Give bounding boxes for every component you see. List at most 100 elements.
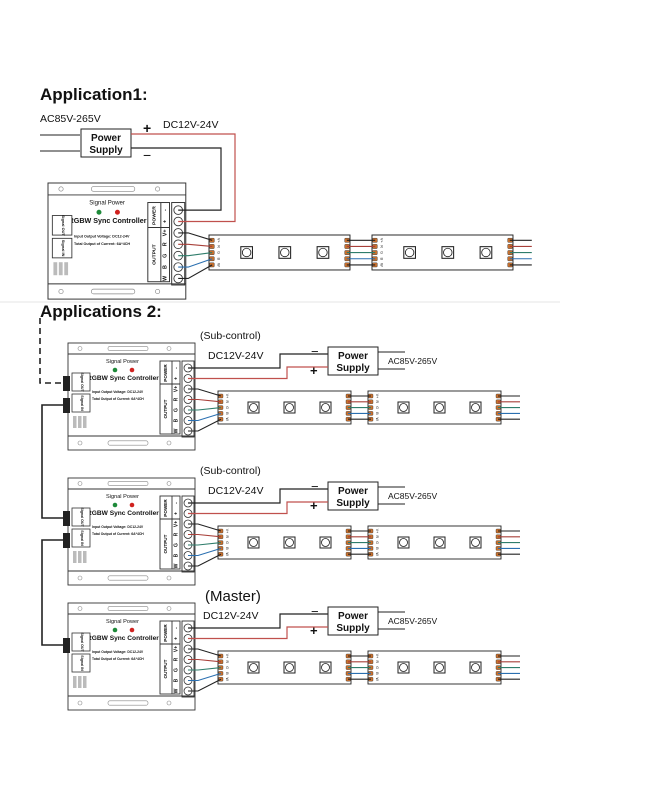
sync-connector[interactable]: [63, 398, 70, 413]
power-led-icon: [129, 627, 135, 633]
pad-label: G: [380, 251, 384, 254]
power-group-label: POWER: [163, 624, 168, 642]
pad-label: R: [375, 400, 379, 403]
pad-label: W: [375, 417, 379, 421]
indicator-label: Signal Power: [106, 359, 139, 365]
led-strip: V+RGBW: [217, 390, 352, 425]
led-lens: [249, 538, 258, 547]
led-strip: V+RGBW: [371, 234, 514, 271]
terminal-label: G: [173, 543, 179, 547]
positive-wire: [188, 501, 328, 515]
mount-hole: [77, 346, 83, 351]
pad-label: B: [217, 257, 221, 260]
indicator-label: Signal Power: [89, 201, 125, 207]
pad-label: V+: [225, 394, 229, 399]
spec-text: Input Output Voltage: DC12-24V: [92, 390, 144, 394]
output-wire-R: [178, 243, 213, 247]
signal-port-label: Signal OUT: [61, 215, 66, 237]
pad-label: B: [375, 412, 379, 415]
power-supply-label: Power: [338, 611, 368, 622]
sync-cable: [41, 404, 63, 519]
fine-print: [83, 416, 87, 428]
mount-hole: [77, 575, 83, 581]
terminal-label: -: [173, 502, 179, 504]
plus-sign: +: [310, 498, 318, 513]
power-supply: [327, 481, 379, 511]
spec-text: Total Output of Current: 6A*4CH: [92, 397, 144, 401]
pad-label: W: [217, 263, 221, 267]
terminal-label-panel: [147, 202, 171, 283]
terminal-label: B: [173, 418, 179, 422]
pad-label: G: [375, 666, 379, 669]
terminal-label: G: [173, 408, 179, 412]
sync-connector[interactable]: [63, 511, 70, 526]
power-supply: [327, 606, 379, 636]
output-wire-V+: [188, 388, 222, 397]
pad-label: G: [217, 251, 221, 254]
output-wire-V+: [178, 232, 213, 241]
led-lens: [435, 663, 444, 672]
pad-label: R: [375, 535, 379, 538]
mount-slot: [107, 440, 149, 446]
signal-led-icon: [112, 367, 118, 373]
power-supply-label: Supply: [89, 145, 123, 156]
power-supply: [80, 128, 132, 158]
minus-sign: −: [311, 604, 319, 619]
led-lens: [399, 403, 408, 412]
pad-label: W: [225, 417, 229, 421]
sync-connector[interactable]: [63, 533, 70, 548]
dc-output-label: DC12V-24V: [163, 119, 218, 131]
power-supply-label: Power: [91, 133, 121, 144]
terminal-label: R: [173, 532, 179, 536]
ac-input-label: AC85V-265V: [40, 113, 101, 125]
minus-sign: −: [143, 147, 151, 163]
led-lens: [435, 403, 444, 412]
section-title: Application1:: [40, 85, 148, 104]
signal-port: [71, 507, 91, 527]
mount-hole: [77, 481, 83, 486]
power-supply-label: Power: [338, 486, 368, 497]
pad-label: B: [225, 547, 229, 550]
terminal-label-panel: [159, 360, 181, 435]
led-lens: [280, 247, 290, 258]
fine-print: [73, 416, 77, 428]
output-wire-W: [188, 553, 222, 567]
led-strip: V+RGBW: [208, 234, 351, 271]
pad-label: B: [225, 412, 229, 415]
pad-label: R: [225, 660, 229, 663]
ac-input-label: AC85V-265V: [388, 356, 437, 366]
terminal-label: W: [173, 688, 179, 693]
mount-slot: [107, 605, 149, 612]
sync-connector[interactable]: [63, 376, 70, 391]
sub-control-label: (Sub-control): [200, 465, 261, 477]
terminal-label: +: [173, 377, 179, 380]
mount-slot: [107, 345, 149, 352]
pad-label: V+: [375, 529, 379, 534]
led-strip: V+RGBW: [367, 650, 502, 685]
pad-label: V+: [375, 654, 379, 659]
led-lens: [471, 403, 480, 412]
output-group-label: OUTPUT: [152, 244, 158, 265]
output-wire-R: [188, 658, 222, 663]
sync-cable: [41, 539, 63, 646]
power-led-icon: [114, 209, 120, 215]
pad-label: V+: [217, 238, 221, 244]
output-wire-G: [188, 407, 222, 411]
pad-label: W: [225, 677, 229, 681]
positive-wire: [131, 133, 236, 223]
output-wire-V+: [188, 648, 222, 657]
terminal-label: R: [173, 657, 179, 661]
signal-port-label: Signal IN: [61, 240, 66, 257]
output-wire-W: [188, 418, 222, 432]
positive-wire: [188, 366, 328, 380]
indicator-label: Signal Power: [106, 494, 139, 500]
output-wire-B: [188, 547, 222, 557]
pad-label: W: [375, 552, 379, 556]
power-supply-label: Power: [338, 351, 368, 362]
output-wire-V+: [188, 523, 222, 532]
plus-sign: +: [143, 120, 151, 136]
sync-connector[interactable]: [63, 638, 70, 653]
pad-label: V+: [375, 394, 379, 399]
mount-hole: [166, 346, 172, 351]
